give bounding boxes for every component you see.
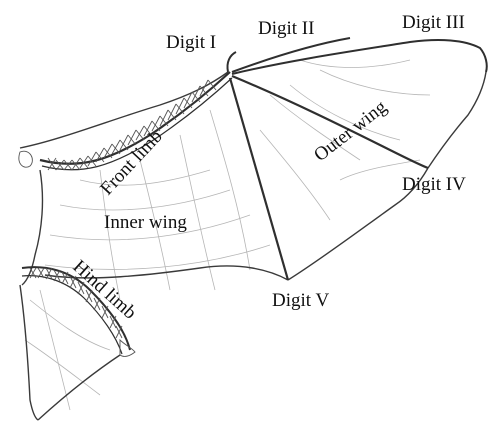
label-digit-3: Digit III	[402, 12, 465, 33]
leading-edge-membrane	[19, 71, 229, 149]
trailing-edge-inner	[44, 265, 289, 281]
membrane-veins	[24, 59, 431, 411]
bones	[21, 37, 488, 355]
label-inner-wing: Inner wing	[104, 212, 187, 233]
hind-membrane	[19, 284, 39, 421]
hind-limb-bone	[21, 266, 131, 351]
label-outer-wing: Outer wing	[310, 96, 391, 166]
label-digit-4: Digit IV	[402, 174, 466, 195]
label-front-limb: Front limb	[96, 126, 166, 199]
label-digit-2: Digit II	[258, 18, 314, 39]
digit-5-bone	[228, 77, 290, 281]
digit-1-bone	[226, 51, 237, 73]
body-edge	[21, 169, 44, 286]
digit-4-bone	[231, 74, 429, 170]
outer-edge-tip	[427, 71, 487, 169]
digit-3-bone	[231, 39, 488, 75]
trailing-edge-outer	[287, 167, 429, 281]
forearm-bone	[39, 71, 231, 165]
label-digit-5: Digit V	[272, 290, 329, 311]
label-digit-1: Digit I	[166, 32, 216, 53]
digit-2-bone	[231, 37, 351, 73]
wing-outline	[19, 71, 487, 421]
bone-hatching	[18, 79, 217, 357]
